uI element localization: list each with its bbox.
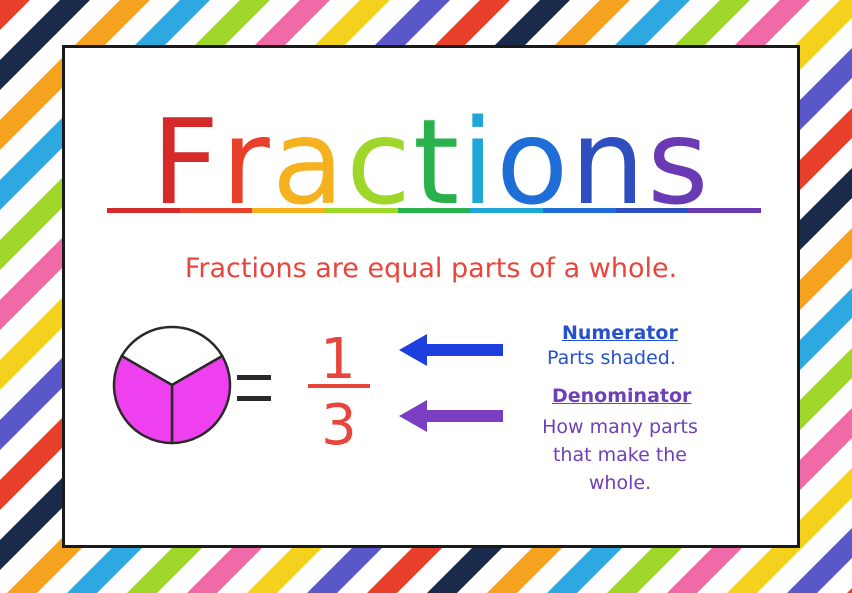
underline-segment — [397, 208, 471, 213]
pie-chart — [112, 325, 232, 445]
numerator-heading: Numerator — [562, 322, 678, 344]
denominator-description-line-2: that make the — [552, 444, 687, 466]
pie-slice-shaded — [112, 354, 174, 445]
poster-card: Fractions Fractions are equal parts of a… — [62, 45, 800, 548]
underline-segment — [179, 208, 253, 213]
border-stripe — [0, 0, 90, 90]
subtitle: Fractions are equal parts of a whole. — [184, 253, 678, 284]
numerator-digit: 1 — [320, 327, 356, 392]
fraction-bar — [308, 384, 370, 388]
arrow-head — [399, 400, 427, 432]
arrow-head — [399, 334, 427, 366]
underline-segment — [252, 208, 326, 213]
title-underline — [107, 208, 762, 213]
pie-slice-shaded — [170, 354, 232, 445]
underline-segment — [470, 208, 544, 213]
denominator-digit: 3 — [321, 393, 357, 458]
denominator-heading: Denominator — [552, 385, 692, 407]
denominator-description-line-3: whole. — [588, 472, 652, 494]
border-stripe — [0, 0, 30, 30]
underline-segment — [107, 208, 180, 213]
fraction-diagram: 1 3 — [112, 325, 503, 458]
denominator-description-line-1: How many parts — [542, 416, 698, 438]
numerator-arrow — [399, 334, 503, 366]
border-stripe — [847, 588, 852, 593]
numerator-description: Parts shaded. — [547, 347, 676, 369]
underline-segment — [325, 208, 398, 213]
arrow-shaft — [425, 410, 503, 422]
denominator-arrow — [399, 400, 503, 432]
arrow-shaft — [425, 344, 503, 356]
underline-segment — [688, 208, 762, 213]
equals-sign — [237, 375, 271, 401]
underline-segment — [615, 208, 689, 213]
underline-segment — [543, 208, 616, 213]
border-stripe — [787, 528, 852, 593]
